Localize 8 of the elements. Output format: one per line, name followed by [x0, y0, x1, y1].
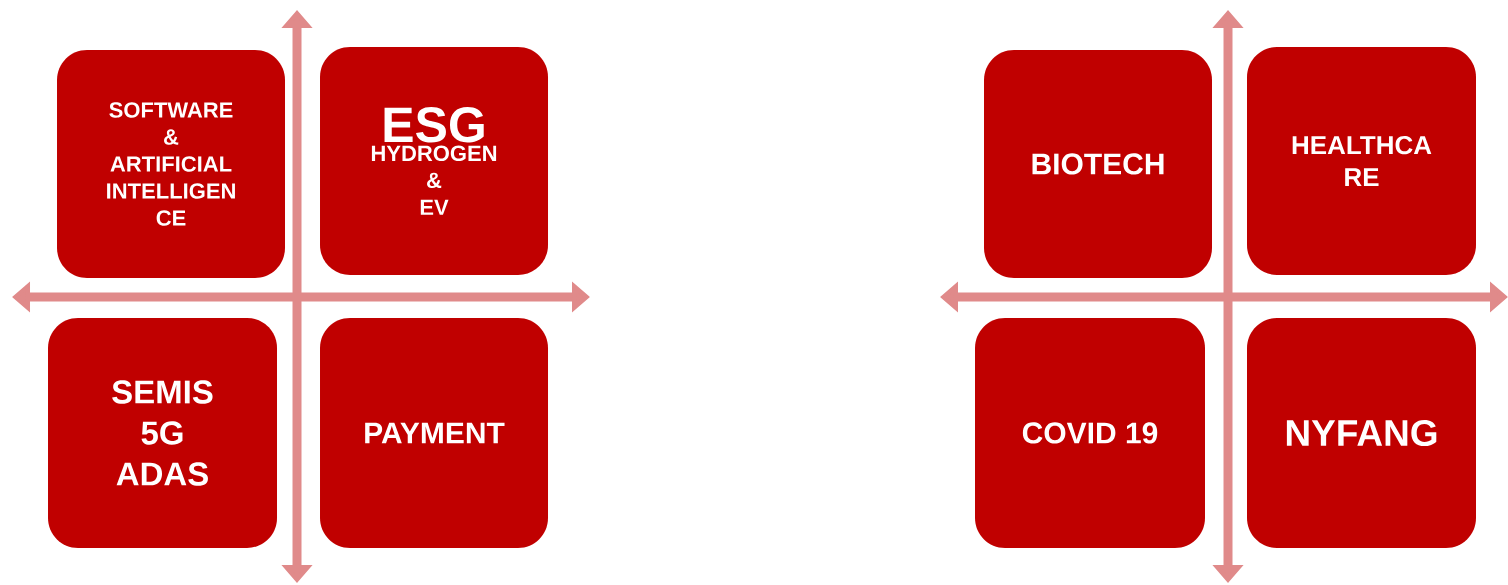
category-box: SEMIS 5G ADAS	[48, 318, 277, 548]
category-box: SOFTWARE & ARTIFICIAL INTELLIGEN CE	[57, 50, 285, 278]
category-box: BIOTECH	[984, 50, 1212, 278]
category-box: COVID 19	[975, 318, 1205, 548]
category-box: NYFANG	[1247, 318, 1476, 548]
category-box: PAYMENT	[320, 318, 548, 548]
category-box: ESG HYDROGEN & EV	[320, 47, 548, 275]
category-box: HEALTHCA RE	[1247, 47, 1476, 275]
